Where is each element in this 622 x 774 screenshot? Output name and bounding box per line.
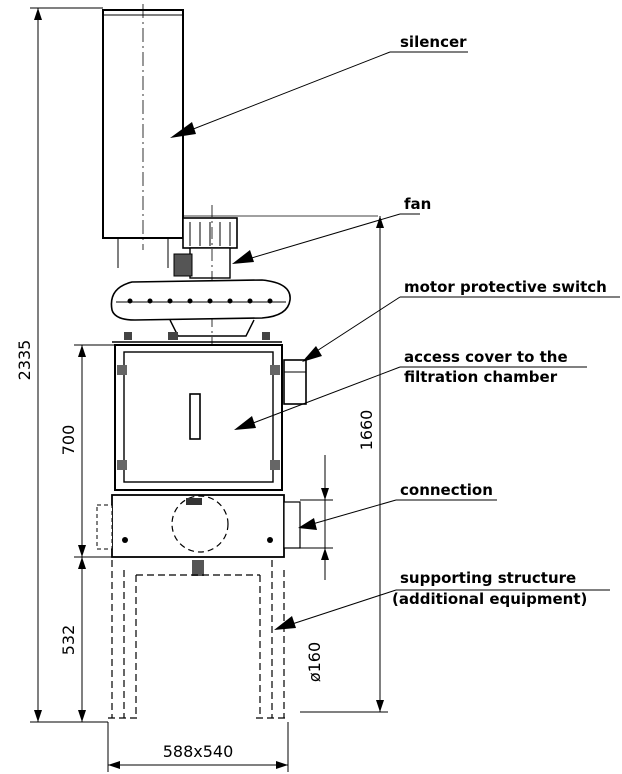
- label-motor-protective-switch: motor protective switch: [404, 278, 607, 296]
- hopper: [96, 494, 301, 576]
- label-supporting-structure-line2: (additional equipment): [392, 590, 587, 608]
- motor-switch-box: [283, 359, 307, 405]
- label-supporting-structure-line1: supporting structure: [400, 569, 576, 587]
- fan-housing: [110, 279, 291, 343]
- dim-stand-height: 532: [59, 625, 78, 656]
- leader-lines: [177, 51, 620, 629]
- label-access-cover-line2: filtration chamber: [404, 368, 558, 386]
- silencer-body: [102, 4, 184, 268]
- dimension-arrows: [34, 8, 384, 769]
- label-silencer: silencer: [400, 33, 467, 51]
- fan-motor: [173, 205, 378, 345]
- support-structure: [108, 560, 288, 719]
- dim-total-height: 2335: [15, 340, 34, 381]
- label-fan: fan: [404, 195, 431, 213]
- filtration-chamber: [114, 344, 283, 491]
- label-connection: connection: [400, 481, 493, 499]
- dim-footprint: 588x540: [163, 742, 234, 761]
- leader-arrowheads: [170, 122, 322, 630]
- label-access-cover-line1: access cover to the: [404, 348, 568, 366]
- dimension-lines: [30, 7, 388, 772]
- dim-pipe-diameter: ø160: [305, 642, 324, 682]
- dim-chamber-height: 700: [59, 425, 78, 456]
- dim-unit-height: 1660: [357, 410, 376, 451]
